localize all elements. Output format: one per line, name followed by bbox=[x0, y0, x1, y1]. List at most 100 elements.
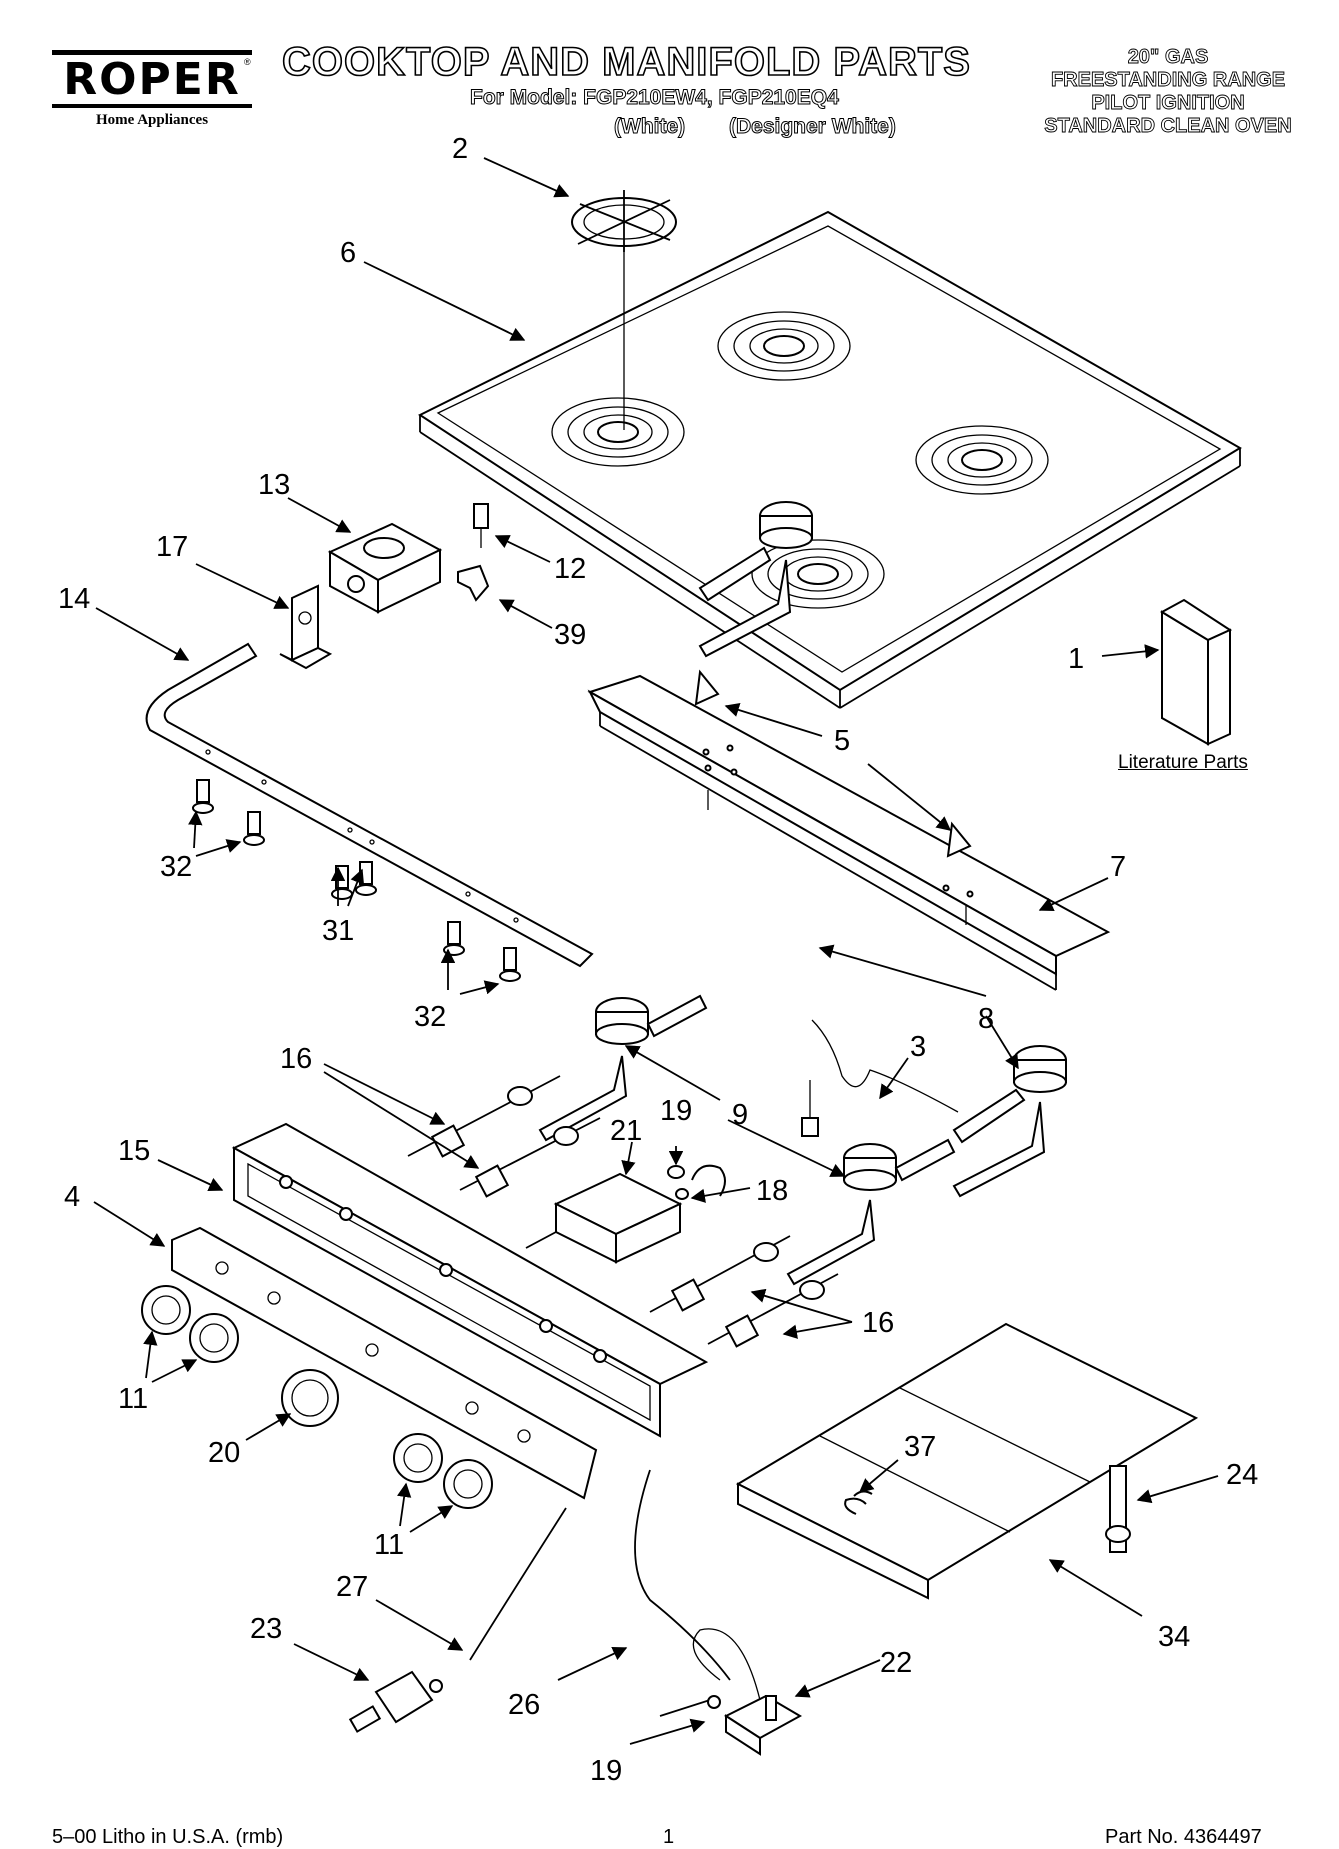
callout-labels: 2 6 1 5 7 13 17 14 12 39 32 31 32 8 3 9 … bbox=[58, 133, 1258, 1787]
callout-13: 13 bbox=[258, 469, 290, 501]
pressure-regulator bbox=[327, 522, 443, 614]
surface-burner bbox=[786, 1138, 956, 1286]
spec-line: FREESTANDING RANGE bbox=[1050, 69, 1286, 92]
manifold-screw bbox=[243, 811, 265, 846]
variant-designer-white: (Designer White) bbox=[729, 115, 897, 139]
model-variants: (White) (Designer White) bbox=[613, 115, 934, 139]
callout-20: 20 bbox=[208, 1437, 240, 1469]
surface-burner bbox=[952, 1045, 1067, 1198]
burner-box-clip bbox=[694, 669, 972, 858]
oven-pilot-burner bbox=[348, 1670, 443, 1733]
spec-block: 20" GAS FREESTANDING RANGE PILOT IGNITIO… bbox=[1018, 46, 1318, 138]
callout-1: 1 bbox=[1068, 643, 1084, 675]
oven-control-knob bbox=[281, 1369, 339, 1427]
callout-15: 15 bbox=[118, 1135, 150, 1167]
fitting bbox=[675, 1188, 689, 1200]
callout-32: 32 bbox=[160, 851, 192, 883]
callout-26: 26 bbox=[508, 1689, 540, 1721]
control-knob bbox=[189, 1313, 239, 1363]
burner-grate-ring bbox=[751, 539, 885, 609]
callout-21: 21 bbox=[610, 1115, 642, 1147]
burner-support-bracket bbox=[587, 674, 1111, 991]
part-number: Part No. 4364497 bbox=[1105, 1826, 1262, 1848]
burner-valve bbox=[407, 1075, 561, 1158]
surface-burner bbox=[538, 994, 708, 1142]
manifold-pipe bbox=[145, 642, 594, 968]
callout-16: 16 bbox=[280, 1043, 312, 1075]
callout-27: 27 bbox=[336, 1571, 368, 1603]
print-info: 5–00 Litho in U.S.A. (rmb) bbox=[52, 1826, 284, 1848]
control-knob bbox=[443, 1459, 493, 1509]
callout-16: 16 bbox=[862, 1307, 894, 1339]
oven-burner-orifice bbox=[1105, 1465, 1131, 1553]
pilot-wire bbox=[801, 1019, 959, 1137]
callout-22: 22 bbox=[880, 1647, 912, 1679]
brand-logo: ROPER bbox=[63, 54, 241, 105]
page-title: COOKTOP AND MANIFOLD PARTS bbox=[281, 39, 971, 85]
brand-tagline: Home Appliances bbox=[95, 112, 209, 128]
page-number: 1 bbox=[663, 1826, 675, 1848]
callout-32: 32 bbox=[414, 1001, 446, 1033]
callout-19: 19 bbox=[660, 1095, 692, 1127]
callout-12: 12 bbox=[554, 553, 586, 585]
cooktop-panel bbox=[417, 210, 1242, 709]
callout-39: 39 bbox=[554, 619, 586, 651]
callout-18: 18 bbox=[756, 1175, 788, 1207]
surface-burner bbox=[698, 501, 813, 658]
fitting bbox=[667, 1165, 685, 1179]
callout-5: 5 bbox=[834, 725, 850, 757]
tubing bbox=[691, 1164, 726, 1197]
callout-34: 34 bbox=[1158, 1621, 1190, 1653]
burner-grate bbox=[571, 190, 677, 430]
thermocouple-lead bbox=[469, 1507, 567, 1661]
spec-line: 20" GAS bbox=[1127, 46, 1209, 69]
model-line: For Model: FGP210EW4, FGP210EQ4 bbox=[470, 86, 840, 110]
manifold-screw bbox=[192, 779, 214, 814]
control-knob bbox=[393, 1433, 443, 1483]
callout-11: 11 bbox=[118, 1383, 148, 1415]
callout-24: 24 bbox=[1226, 1459, 1258, 1491]
manifold-screw bbox=[443, 921, 465, 956]
literature-booklet bbox=[1159, 598, 1233, 746]
callout-6: 6 bbox=[340, 237, 356, 269]
oven-thermostat bbox=[525, 1172, 683, 1264]
manifold-screw bbox=[499, 947, 521, 982]
control-panel-backing bbox=[171, 1226, 598, 1500]
leader-lines bbox=[93, 157, 1219, 1745]
control-knob bbox=[141, 1285, 191, 1335]
burner-grate-ring bbox=[915, 425, 1049, 495]
callout-4: 4 bbox=[64, 1181, 80, 1213]
burner-valve bbox=[459, 1117, 601, 1198]
pilot-orifice bbox=[473, 503, 489, 548]
pilot-clip bbox=[457, 564, 490, 602]
callout-11: 11 bbox=[374, 1529, 404, 1561]
logo-bar-top bbox=[52, 50, 252, 55]
burner-valve bbox=[649, 1235, 791, 1313]
burner-grate-ring bbox=[717, 311, 851, 381]
callout-2: 2 bbox=[452, 133, 468, 165]
callout-14: 14 bbox=[58, 583, 90, 615]
burner-grate-ring bbox=[551, 397, 685, 467]
callout-17: 17 bbox=[156, 531, 188, 563]
trademark-mark: ® bbox=[244, 57, 251, 67]
control-panel bbox=[231, 1122, 709, 1438]
literature-parts-caption: Literature Parts bbox=[1118, 752, 1248, 773]
oven-safety-valve bbox=[659, 1628, 803, 1756]
callout-23: 23 bbox=[250, 1613, 282, 1645]
callout-19: 19 bbox=[590, 1755, 622, 1787]
regulator-bracket bbox=[279, 584, 333, 670]
spec-line: STANDARD CLEAN OVEN bbox=[1044, 115, 1292, 138]
logo-bar-bottom bbox=[52, 104, 252, 108]
manifold-screw bbox=[331, 865, 353, 900]
callout-3: 3 bbox=[910, 1031, 926, 1063]
callout-8: 8 bbox=[978, 1003, 994, 1035]
flame-spreader bbox=[735, 1322, 1199, 1600]
callout-37: 37 bbox=[904, 1431, 936, 1463]
gas-tubing bbox=[634, 1469, 731, 1681]
callout-7: 7 bbox=[1110, 851, 1126, 883]
spec-line: PILOT IGNITION bbox=[1091, 92, 1245, 115]
callout-31: 31 bbox=[322, 915, 354, 947]
variant-white: (White) bbox=[613, 115, 686, 139]
burner-valve bbox=[707, 1273, 839, 1348]
